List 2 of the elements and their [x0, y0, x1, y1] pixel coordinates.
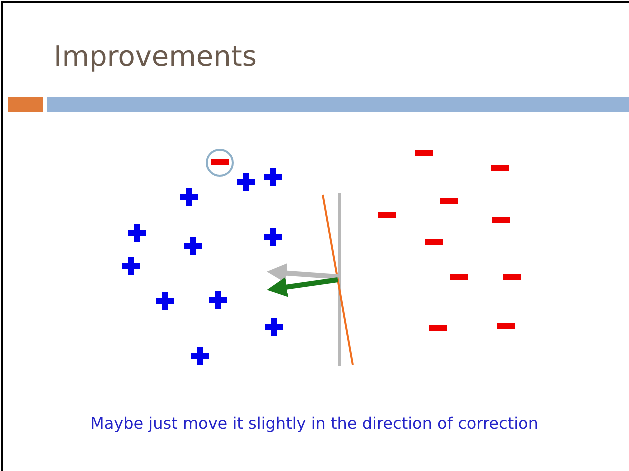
caption: Maybe just move it slightly in the direction of correction [90, 414, 538, 433]
slide-title: Improvements [54, 40, 257, 73]
